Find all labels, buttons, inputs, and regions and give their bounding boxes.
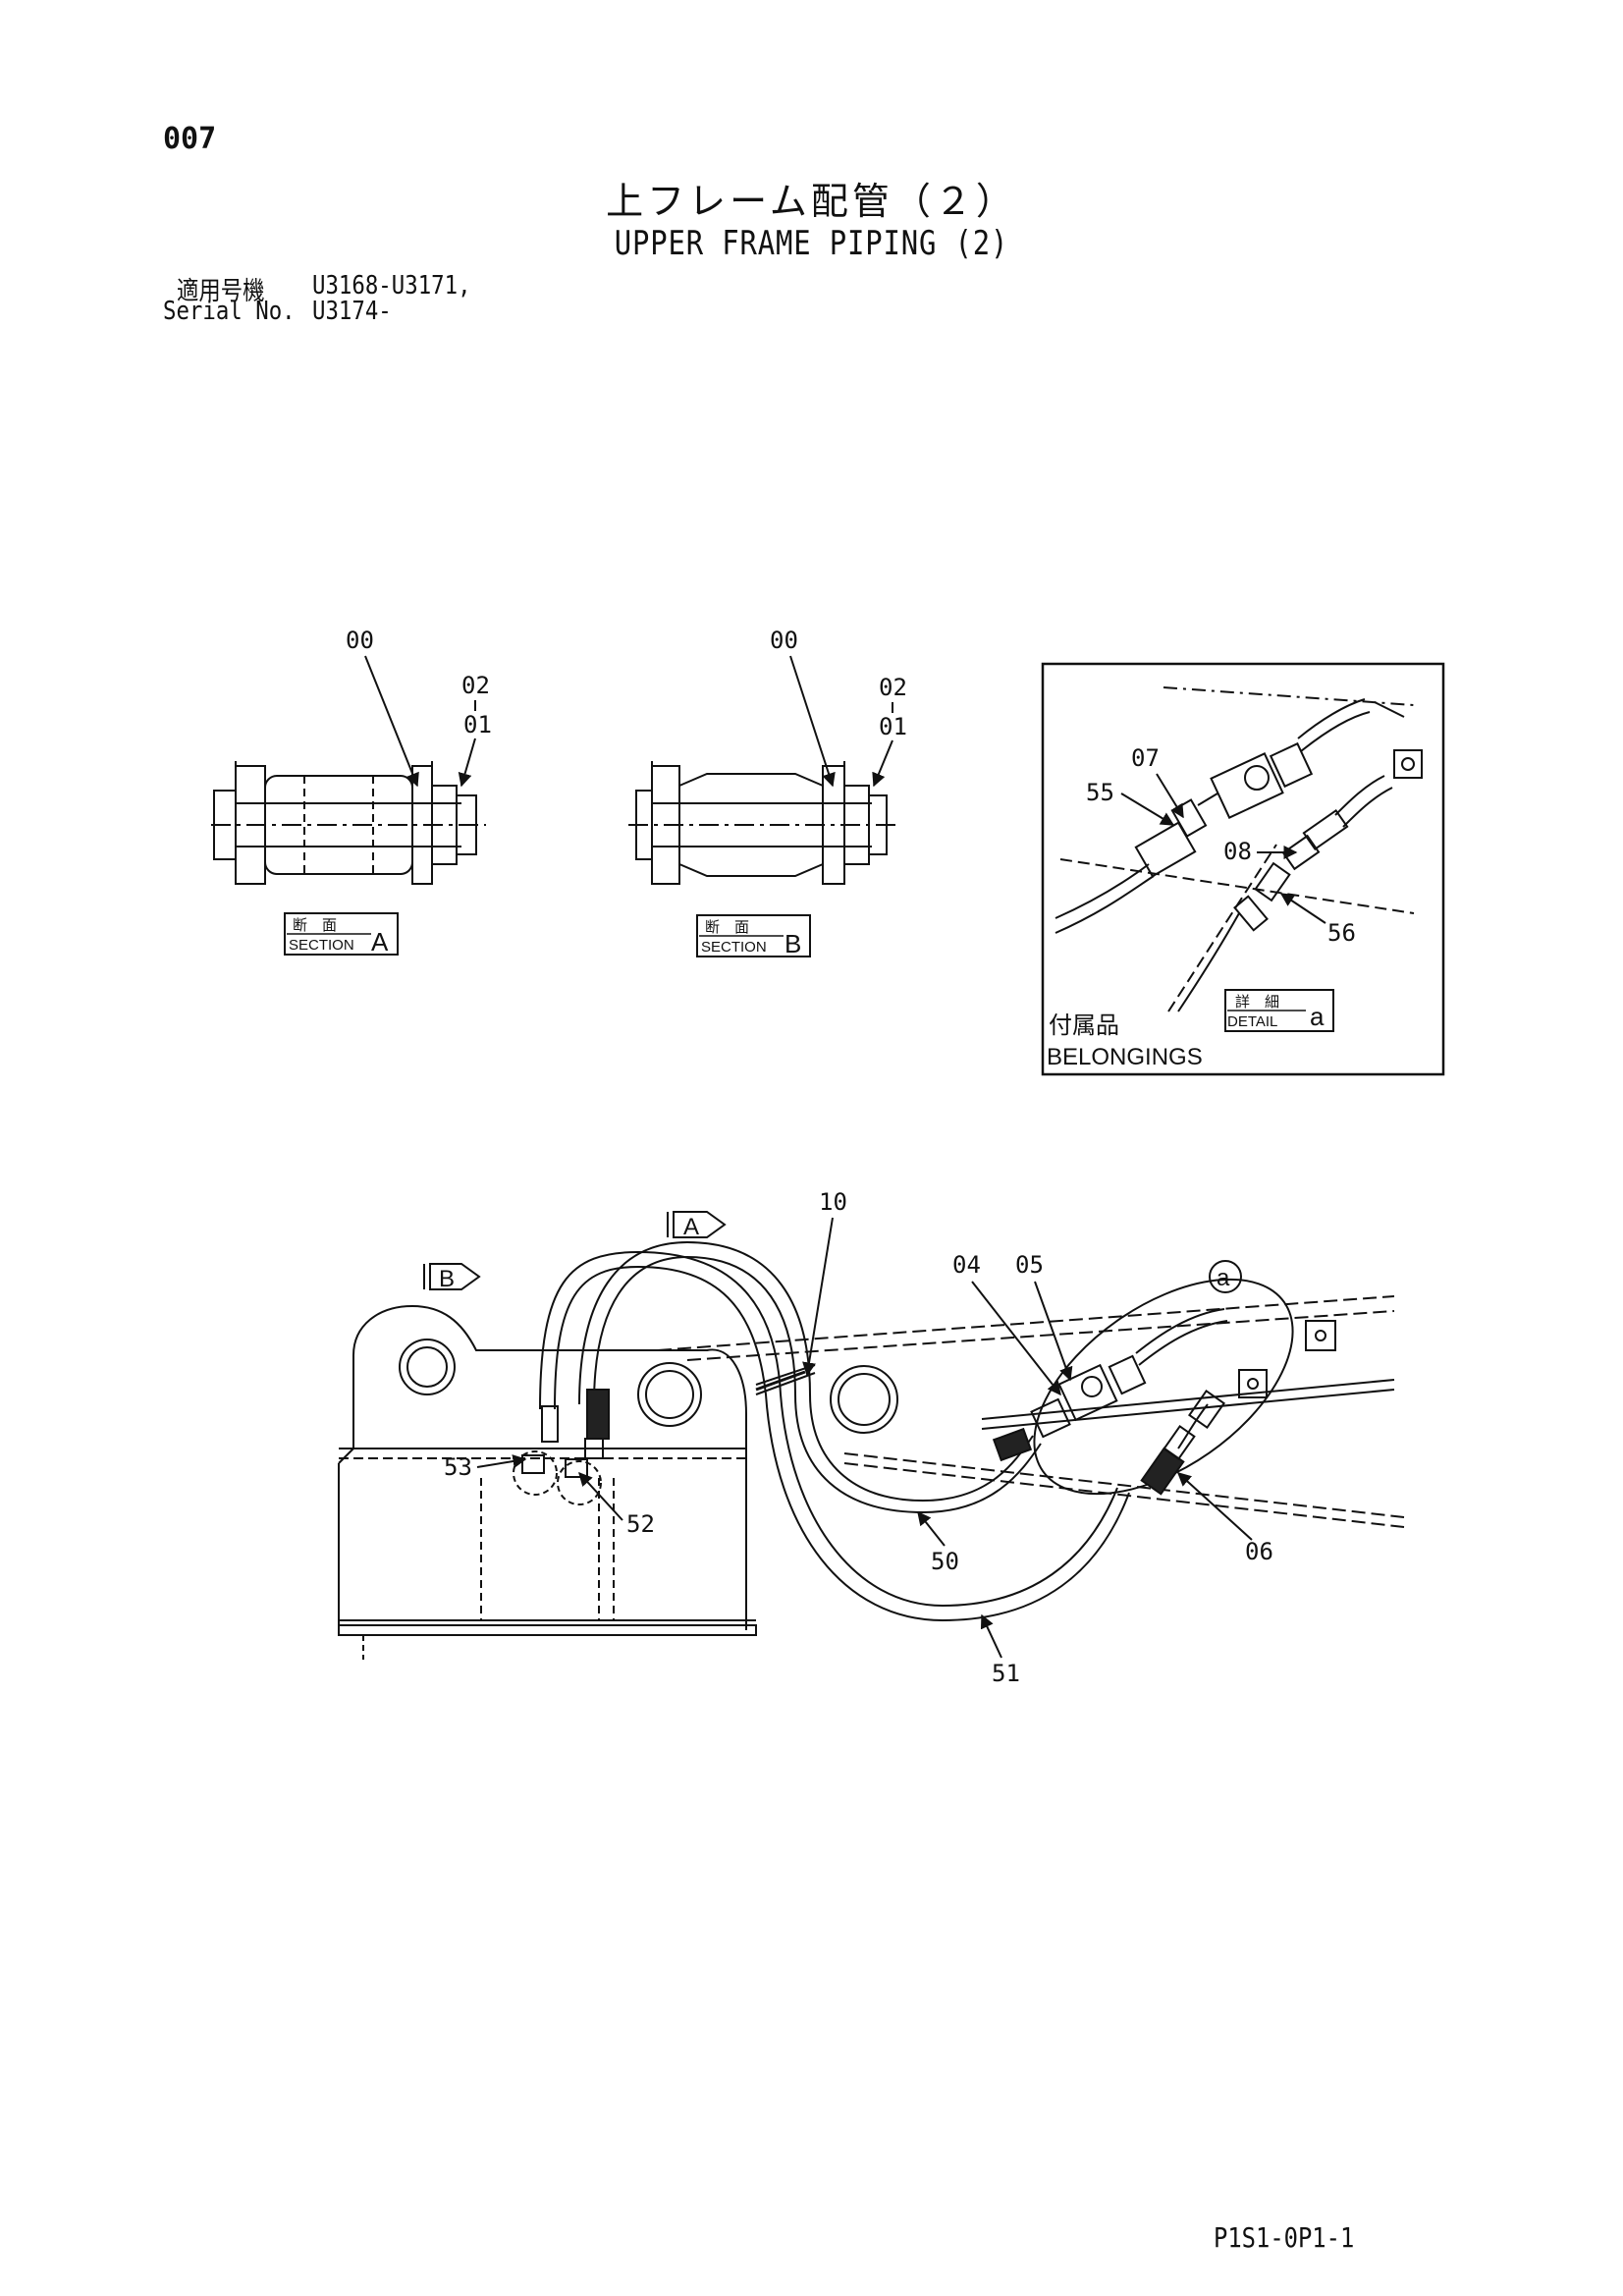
detail-a-label-56: 56 [1327,919,1356,947]
detail-a-frame [1041,662,1445,1076]
upper-frame [338,1295,1405,1660]
detail-a-tag-letter: a [1310,1002,1325,1031]
detail-a-label-55: 55 [1086,779,1114,806]
hose-50 [578,1240,1042,1514]
detail-marker-a-letter: a [1217,1265,1230,1291]
hose-fittings [513,1278,1294,1505]
detail-a-label-07: 07 [1131,744,1160,772]
belongings-label-jp: 付属品 [1049,1012,1119,1039]
section-a-label-00: 00 [346,627,374,654]
section-b-label-01: 01 [879,713,907,740]
serial-range-2: U3174- [312,297,392,326]
section-b-label-02: 02 [879,674,907,701]
main-label-52: 52 [626,1510,655,1538]
belongings-label-en: BELONGINGS [1047,1044,1203,1070]
main-label-06: 06 [1245,1538,1273,1565]
main-label-10: 10 [819,1188,847,1216]
page-number: 007 [163,122,217,156]
view-marker-b-letter: B [439,1266,455,1292]
detail-a-callouts: 07 55 08 56 [1086,744,1356,947]
main-label-50: 50 [931,1548,959,1575]
main-label-04: 04 [952,1251,981,1279]
section-a-tag-letter: A [371,927,389,957]
detail-marker-a: a [1209,1260,1242,1293]
section-a-label-01: 01 [463,711,492,738]
view-marker-a-letter: A [683,1214,699,1240]
main-label-05: 05 [1015,1251,1044,1279]
detail-a-tag: 詳 細 DETAIL a [1224,989,1334,1032]
page-title-jp: 上フレーム配管（２） [606,180,1017,223]
section-b-tag-en: SECTION [701,939,767,956]
main-callouts: 10 04 05 53 52 50 06 51 [444,1188,1273,1687]
serial-range-1: U3168-U3171, [312,271,471,301]
section-a-label-02: 02 [461,672,490,699]
section-a-tag-jp: 断 面 [293,916,337,934]
section-a-tag-en: SECTION [289,937,354,954]
section-b-tag-letter: B [784,929,801,958]
footer-code: P1S1-0P1-1 [1214,2221,1355,2254]
section-a-view [211,761,486,885]
main-label-53: 53 [444,1453,472,1481]
section-b-view [628,761,895,885]
serial-label-jp: 適用号機 [177,277,265,306]
section-b-callouts: 00 02 01 [770,627,907,788]
view-marker-b: B [423,1263,481,1292]
detail-a-tag-en: DETAIL [1227,1013,1277,1030]
section-b-tag: 断 面 SECTION B [696,914,811,958]
section-b-label-00: 00 [770,627,798,654]
view-marker-a: A [667,1211,727,1240]
hose-51 [539,1250,1130,1622]
section-a-callouts: 00 02 01 [346,627,492,788]
detail-a-tag-jp: 詳 細 [1235,993,1279,1011]
section-b-tag-jp: 断 面 [705,918,749,936]
section-a-tag: 断 面 SECTION A [284,912,399,957]
serial-label-en: Serial No. [163,297,296,326]
page-title-en: UPPER FRAME PIPING (2) [614,224,1009,263]
main-label-51: 51 [992,1660,1020,1687]
detail-a-label-08: 08 [1223,838,1252,865]
detail-a-view [1055,686,1423,1012]
